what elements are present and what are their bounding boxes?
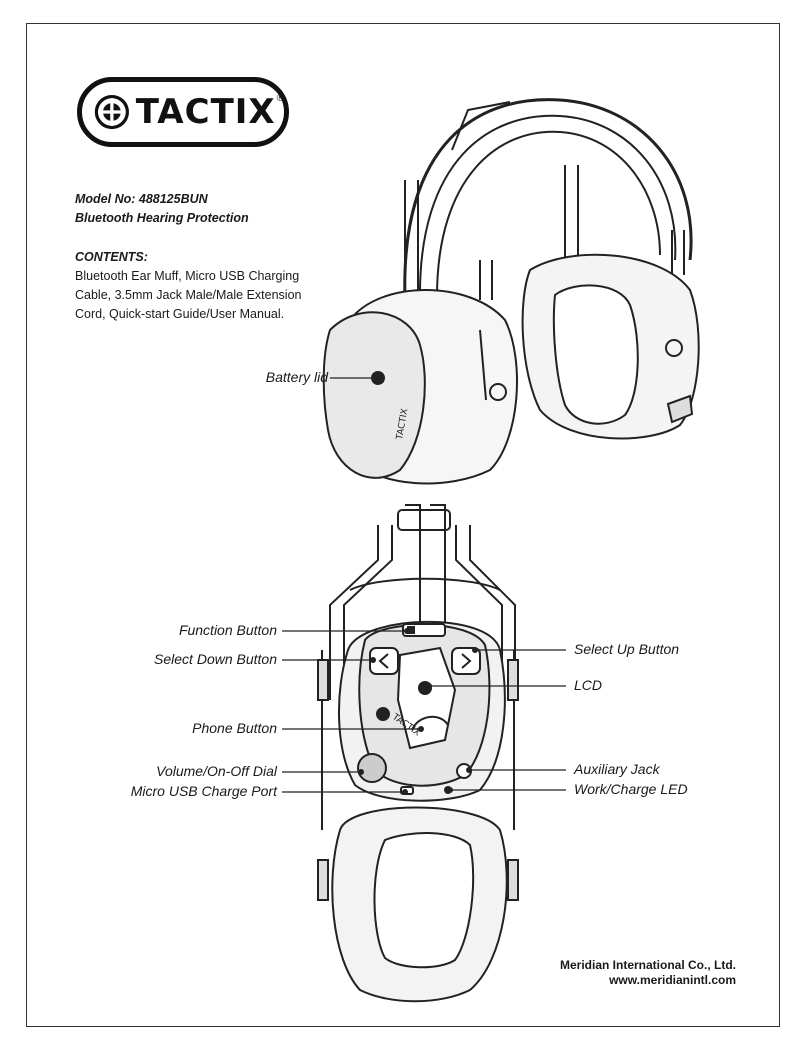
model-number: Model No: 488125BUN — [75, 192, 208, 206]
model-block: Model No: 488125BUN Bluetooth Hearing Pr… — [75, 190, 249, 228]
product-description: Bluetooth Hearing Protection — [75, 211, 249, 225]
contents-title: CONTENTS: — [75, 250, 148, 264]
tactix-logo: TACTIX ® — [77, 77, 289, 147]
work-charge-led-label: Work/Charge LED — [574, 781, 688, 797]
headset-top-view-drawing: TACTIX — [317, 504, 519, 1003]
footer: Meridian International Co., Ltd. www.mer… — [560, 958, 736, 988]
callout-dots — [358, 628, 478, 795]
page-frame — [26, 23, 780, 1027]
brand-name: TACTIX — [135, 92, 276, 132]
crosshair-logo-icon — [94, 94, 129, 130]
contents-body: Bluetooth Ear Muff, Micro USB Charging C… — [75, 269, 302, 321]
auxiliary-jack-label: Auxiliary Jack — [574, 761, 660, 777]
company-website: www.meridianintl.com — [609, 973, 736, 987]
select-up-button-label: Select Up Button — [574, 641, 680, 657]
phone-button-label: Phone Button — [192, 720, 277, 736]
lcd-label: LCD — [574, 677, 603, 693]
select-down-button-label: Select Down Button — [154, 651, 277, 667]
company-name: Meridian International Co., Ltd. — [559, 958, 736, 972]
registered-mark: ® — [276, 92, 284, 104]
volume-dial-label: Volume/On-Off Dial — [156, 763, 277, 779]
contents-block: CONTENTS: Bluetooth Ear Muff, Micro USB … — [75, 248, 335, 324]
function-button-label: Function Button — [178, 622, 277, 638]
headset-perspective-drawing: TACTIX — [322, 98, 700, 485]
battery-lid-label: Battery lid — [265, 369, 328, 385]
micro-usb-port-label: Micro USB Charge Port — [130, 783, 277, 799]
callout-leaders — [282, 377, 566, 793]
